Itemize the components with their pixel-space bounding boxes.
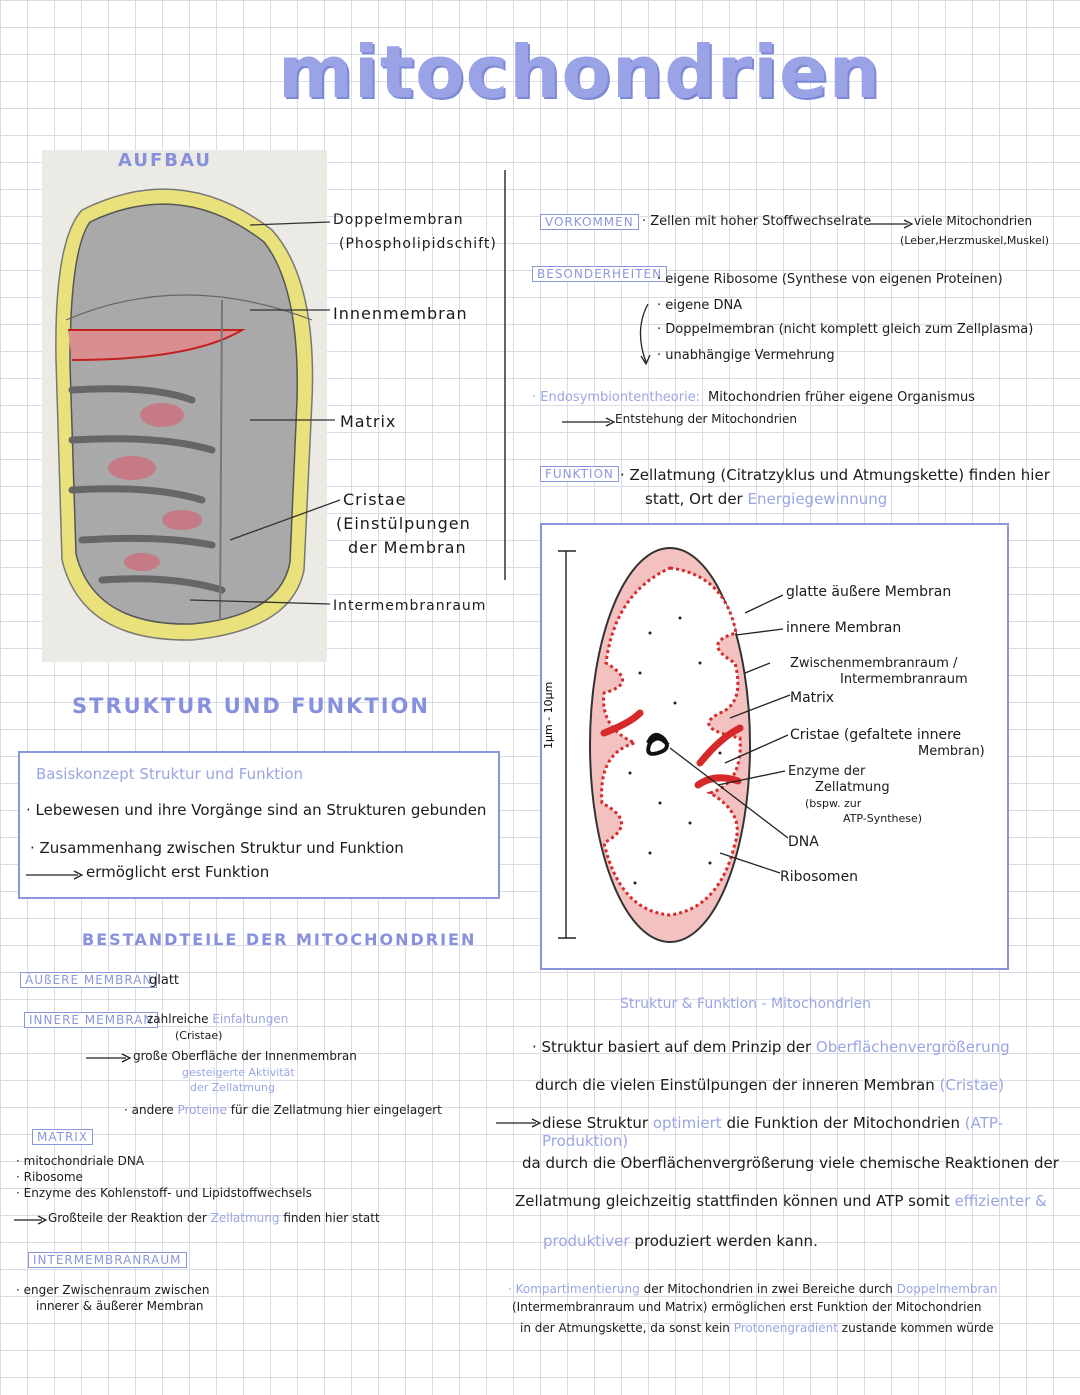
sf-mito-line4: da durch die Oberflächenvergrößerung vie… (522, 1154, 1059, 1172)
diagram-label-inner: innere Membran (786, 620, 902, 636)
diagram-scale-label: 1µm - 10µm (542, 682, 555, 749)
besonderheit-item: · Doppelmembran (nicht komplett gleich z… (657, 322, 1034, 337)
funktion-line2: statt, Ort der Energiegewinnung (645, 490, 888, 508)
matrix-result: Großteile der Reaktion der Zellatmung fi… (48, 1211, 380, 1225)
basiskonzept-arrow (26, 870, 84, 880)
energiegewinnung-highlight: Energiegewinnung (747, 490, 888, 508)
diagram-label-matrix: Matrix (790, 690, 835, 706)
intermembranraum-line1: · enger Zwischenraum zwischen (16, 1283, 210, 1297)
innere-membran-text: zahlreiche Einfaltungen (147, 1012, 289, 1026)
diagram-label-enzyme-sub1: Zellatmung (815, 780, 890, 795)
kompartimentierung-line2: (Intermembranraum und Matrix) ermögliche… (512, 1300, 982, 1314)
basiskonzept-line1: · Lebewesen und ihre Vorgänge sind an St… (26, 801, 487, 819)
matrix-label: MATRIX (32, 1129, 94, 1145)
diagram-label-outer: glatte äußere Membran (786, 584, 952, 600)
label-matrix: Matrix (340, 412, 397, 431)
einfaltungen-highlight: Einfaltungen (212, 1012, 289, 1026)
diagram-label-cristae: Cristae (gefaltete innere (790, 727, 962, 743)
sf-mito-heading: Struktur & Funktion - Mitochondrien (620, 996, 872, 1012)
sf-mito-line1: · Struktur basiert auf dem Prinzip der O… (532, 1038, 1010, 1056)
sf-mito-line3: diese Struktur optimiert die Funktion de… (542, 1114, 1004, 1150)
vorkommen-text: · Zellen mit hoher Stoffwechselrate (642, 214, 872, 229)
label-cristae-sub1: (Einstülpungen (336, 514, 471, 533)
diagram-label-enzyme-sub3: ATP-Synthese) (843, 812, 923, 825)
innere-membran-result: große Oberfläche der Innenmembran (133, 1049, 357, 1063)
diagram-label-ribosomen: Ribosomen (780, 869, 859, 885)
intermembranraum-label: INTERMEMBRANRAUM (28, 1252, 187, 1268)
sf-mito-arrow (496, 1118, 542, 1128)
label-doppelmembran-sub: (Phospholipidschift) (339, 236, 497, 252)
label-doppelmembran: Doppelmembran (333, 212, 464, 228)
endosymbionten-result: Entstehung der Mitochondrien (615, 412, 797, 426)
aufbau-heading: AUFBAU (118, 150, 213, 171)
diagram-label-enzyme-sub2: (bspw. zur (805, 797, 862, 810)
matrix-arrow (14, 1215, 48, 1225)
funktion-label: FUNKTION (540, 466, 619, 482)
intermembranraum-line2: innerer & äußerer Membran (36, 1299, 204, 1313)
kompartimentierung-line3: in der Atmungskette, da sonst kein Proto… (520, 1321, 994, 1335)
vorkommen-result: viele Mitochondrien (914, 214, 1033, 228)
diagram-label-cristae-sub: Membran) (918, 744, 985, 759)
innere-membran-extra: · andere Proteine für die Zellatmung hie… (124, 1103, 442, 1117)
innere-membran-cristae: (Cristae) (175, 1029, 223, 1042)
diagram-label-enzyme: Enzyme der (788, 764, 866, 779)
matrix-item: · Enzyme des Kohlenstoff- und Lipidstoff… (16, 1186, 312, 1200)
besonderheiten-brace-arrow (639, 303, 651, 366)
label-cristae: Cristae (343, 490, 407, 509)
aeussere-membran-text: glatt (149, 973, 180, 988)
besonderheit-item: · unabhängige Vermehrung (657, 348, 835, 363)
basiskonzept-line2: · Zusammenhang zwischen Struktur und Fun… (30, 839, 404, 857)
endosymbionten-arrow (562, 417, 616, 427)
vorkommen-label: VORKOMMEN (540, 214, 639, 230)
page-title: mitochondrien (278, 30, 882, 114)
innere-membran-label: INNERE MEMBRAN (24, 1012, 159, 1028)
diagram-label-zwischen: Zwischenmembranraum / (790, 656, 958, 671)
sf-mito-line5: Zellatmung gleichzeitig stattfinden könn… (515, 1192, 1047, 1210)
mitochondrion-diagram: 1µm - 10µm (542, 547, 791, 943)
vorkommen-result-examples: (Leber,Herzmuskel,Muskel) (900, 234, 1050, 247)
besonderheit-item: · eigene Ribosome (Synthese von eigenen … (657, 272, 1003, 287)
aufbau-leader-lines (189, 170, 506, 605)
aeussere-membran-label: ÄUßERE MEMBRAN (20, 972, 158, 988)
struktur-funktion-heading: STRUKTUR UND FUNKTION (72, 694, 430, 718)
label-intermembranraum: Intermembranraum (333, 598, 487, 614)
vorkommen-arrow (870, 219, 914, 229)
endosymbionten-text: Mitochondrien früher eigene Organismus (708, 390, 976, 405)
matrix-item: · Ribosome (16, 1170, 83, 1184)
label-cristae-sub2: der Membran (348, 538, 467, 557)
besonderheit-item: · eigene DNA (657, 298, 743, 313)
innere-membran-sub2: der Zellatmung (190, 1081, 275, 1094)
label-innenmembran: Innenmembran (333, 304, 468, 323)
sf-mito-line2: durch die vielen Einstülpungen der inner… (535, 1076, 1005, 1094)
basiskonzept-title: Basiskonzept Struktur und Funktion (36, 765, 304, 783)
matrix-item: · mitochondriale DNA (16, 1154, 145, 1168)
funktion-line1: · Zellatmung (Citratzyklus und Atmungske… (620, 466, 1050, 484)
mitochondrion-illustration (42, 150, 327, 662)
endosymbionten-term: · Endosymbiontentheorie: (532, 390, 701, 405)
kompartimentierung-line1: · Kompartimentierung der Mitochondrien i… (508, 1282, 998, 1296)
besonderheiten-label: BESONDERHEITEN (532, 266, 668, 282)
basiskonzept-box: Basiskonzept Struktur und Funktion · Leb… (18, 751, 500, 899)
sf-mito-line6: produktiver produziert werden kann. (543, 1232, 818, 1250)
bestandteile-heading: BESTANDTEILE DER MITOCHONDRIEN (82, 930, 477, 949)
innere-membran-arrow (86, 1053, 132, 1063)
diagram-label-zwischen-sub: Intermembranraum (840, 672, 968, 687)
innere-membran-sub1: gesteigerte Aktivität (182, 1066, 295, 1079)
diagram-label-dna: DNA (788, 834, 819, 850)
basiskonzept-line3: ermöglicht erst Funktion (86, 863, 270, 881)
